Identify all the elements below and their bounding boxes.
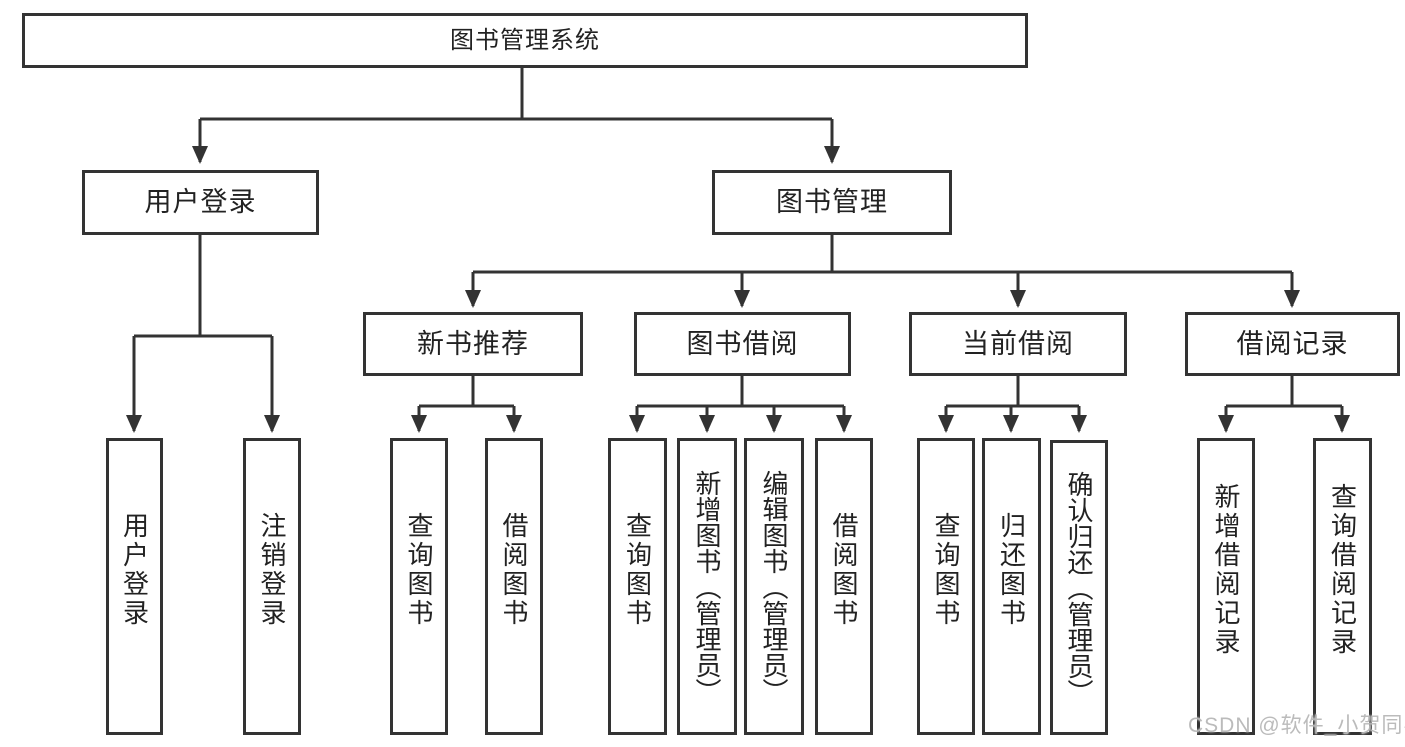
node-book-borrow-label: 图书借阅 — [686, 328, 799, 359]
node-book-borrow: 图书借阅 — [634, 312, 851, 376]
node-borrow-records-label: 借阅记录 — [1236, 328, 1349, 359]
node-login: 用户登录 — [106, 438, 163, 735]
node-edit-books: 编辑图书（管理员） — [744, 438, 804, 735]
node-return-books: 归还图书 — [982, 438, 1041, 735]
node-book-mgmt-label: 图书管理 — [776, 187, 888, 217]
node-query-books-2-label: 查询图书 — [622, 511, 653, 628]
node-user-login: 用户登录 — [82, 170, 319, 235]
node-borrow-books-1-label: 借阅图书 — [499, 511, 529, 628]
node-query-books-2: 查询图书 — [608, 438, 667, 735]
node-root: 图书管理系统 — [22, 13, 1028, 68]
node-logout-label: 注销登录 — [257, 511, 287, 628]
node-root-label: 图书管理系统 — [450, 26, 600, 54]
node-query-books-1-label: 查询图书 — [404, 511, 434, 628]
node-confirm-return: 确认归还（管理员） — [1050, 440, 1108, 735]
node-borrow-records: 借阅记录 — [1185, 312, 1400, 376]
node-add-borrow-record: 新增借阅记录 — [1197, 438, 1255, 735]
node-confirm-return-label: 确认归还（管理员） — [1064, 470, 1094, 705]
node-return-books-label: 归还图书 — [996, 511, 1027, 628]
node-logout: 注销登录 — [243, 438, 301, 735]
node-add-borrow-record-label: 新增借阅记录 — [1211, 482, 1241, 657]
node-borrow-books-1: 借阅图书 — [485, 438, 543, 735]
node-book-mgmt: 图书管理 — [712, 170, 952, 235]
node-query-books-3-label: 查询图书 — [931, 511, 961, 628]
node-query-books-1: 查询图书 — [390, 438, 448, 735]
node-new-book-rec-label: 新书推荐 — [417, 328, 529, 359]
arrow-group — [126, 119, 1350, 433]
node-query-borrow-record: 查询借阅记录 — [1313, 438, 1372, 735]
csdn-watermark: CSDN @软件_小贺同学 — [1188, 714, 1405, 737]
node-current-borrow-label: 当前借阅 — [962, 328, 1074, 359]
node-user-login-label: 用户登录 — [144, 187, 257, 217]
node-add-books: 新增图书（管理员） — [677, 438, 737, 735]
node-query-books-3: 查询图书 — [917, 438, 975, 735]
node-new-book-rec: 新书推荐 — [363, 312, 583, 376]
edge-skeleton — [134, 68, 1342, 408]
node-edit-books-label: 编辑图书（管理员） — [759, 469, 789, 704]
node-login-label: 用户登录 — [119, 511, 150, 628]
node-borrow-books-2: 借阅图书 — [815, 438, 873, 735]
node-current-borrow: 当前借阅 — [909, 312, 1127, 376]
node-borrow-books-2-label: 借阅图书 — [829, 511, 859, 628]
node-query-borrow-record-label: 查询借阅记录 — [1327, 482, 1358, 657]
node-add-books-label: 新增图书（管理员） — [692, 469, 722, 704]
